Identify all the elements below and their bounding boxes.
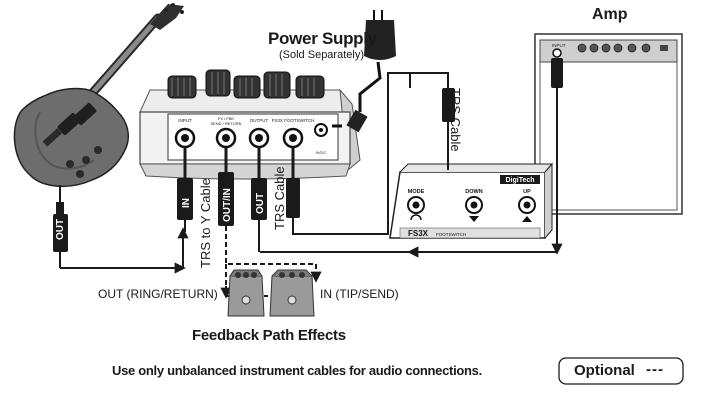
jack-label-dc: 9VDC: [316, 150, 327, 155]
out-plug: OUT: [251, 178, 267, 220]
trs-cable-label-lower: TRS Cable: [272, 166, 287, 230]
footswitch-mode-label: MODE: [408, 189, 425, 195]
amp-input-label: INPUT: [552, 43, 566, 48]
jack-label-input: INPUT: [178, 118, 192, 123]
effect-pedal-icon-2: [269, 269, 315, 317]
jack-label-fx-loop: FX / FBK: [218, 116, 235, 121]
amp-title: Amp: [592, 6, 628, 23]
in-plug-label: IN: [181, 198, 192, 208]
power-adapter-icon: [332, 10, 396, 133]
guitar-out-plug-label: OUT: [55, 219, 66, 240]
mode-loop-icon: [410, 214, 422, 221]
trs-to-y-cable-label: TRS to Y Cable: [198, 178, 213, 268]
out-in-plug-label: OUT/IN: [222, 188, 233, 222]
in-plug: IN: [177, 178, 193, 220]
power-supply-title: Power Supply: [268, 29, 377, 48]
out-ring-return-label: OUT (RING/RETURN): [98, 287, 218, 301]
guitar-icon: [13, 3, 184, 188]
optional-legend-dash: ---: [646, 361, 664, 378]
fs-plug: [286, 178, 300, 218]
in-tip-send-label: IN (TIP/SEND): [320, 287, 399, 301]
footswitch-down-label: DOWN: [465, 189, 482, 195]
footswitch-model-sub: FOOTSWITCH: [436, 232, 466, 237]
power-supply-subtitle: (Sold Separately): [279, 49, 364, 61]
footswitch-up-label: UP: [523, 189, 531, 195]
svg-text:SEND / RETURN: SEND / RETURN: [210, 121, 241, 126]
jack-label-fs: FS3X FOOTSWITCH: [272, 118, 315, 123]
main-pedal: INPUT FX / FBK SEND / RETURN OUTPUT FS3X…: [139, 69, 361, 180]
amp-input-plug: [551, 58, 563, 88]
footnote-text: Use only unbalanced instrument cables fo…: [112, 363, 482, 378]
footswitch-brand: DigiTech: [505, 177, 534, 184]
footswitch-trs-plug: [442, 88, 455, 122]
out-plug-label: OUT: [255, 193, 266, 214]
effect-pedal-icon: [227, 269, 265, 317]
trs-cable-label-upper: TRS Cable: [448, 88, 463, 152]
up-arrow-icon: [522, 216, 532, 222]
footswitch-icon: DigiTech FS3X FOOTSWITCH MODE DOWN UP: [389, 162, 554, 239]
optional-legend-label: Optional: [574, 362, 635, 379]
out-in-plug: OUT/IN: [218, 172, 234, 226]
guitar-out-plug: OUT: [53, 214, 68, 252]
optional-legend-box: [558, 357, 684, 385]
jack-label-output: OUTPUT: [250, 118, 269, 123]
down-arrow-icon: [469, 216, 479, 222]
footswitch-model: FS3X: [408, 229, 429, 238]
feedback-path-effects-label: Feedback Path Effects: [192, 327, 346, 344]
